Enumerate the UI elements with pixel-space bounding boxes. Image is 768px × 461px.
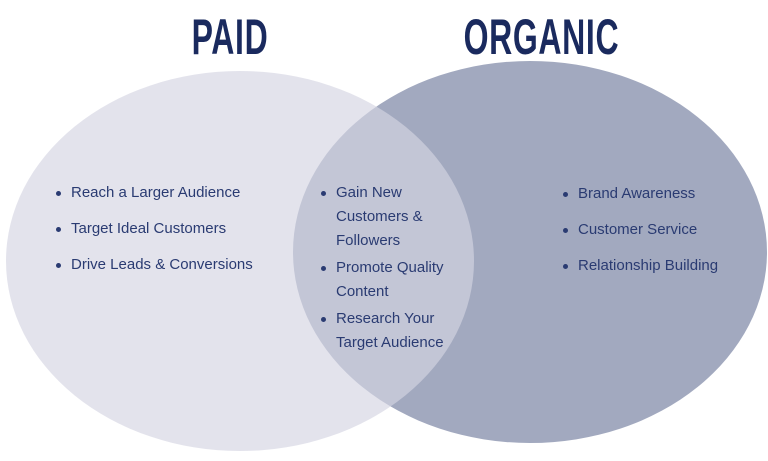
list-item: Relationship Building: [563, 254, 768, 278]
list-item: Brand Awareness: [563, 182, 768, 206]
list-item-label: Research Your Target Audience: [336, 310, 444, 351]
bullet-icon: [563, 228, 568, 233]
list-item-label: Target Ideal Customers: [71, 220, 227, 237]
paid-circle: [6, 71, 474, 451]
bullet-icon: [321, 191, 326, 196]
list-item-label: Reach a Larger Audience: [71, 184, 241, 201]
list-item: Gain New Customers & Followers: [321, 181, 473, 253]
list-item-label: Drive Leads & Conversions: [71, 256, 253, 273]
list-item-label: Relationship Building: [578, 257, 719, 274]
bullet-icon: [563, 192, 568, 197]
list-item: Promote Quality Content: [321, 256, 473, 304]
list-item: Research Your Target Audience: [321, 307, 473, 355]
list-item-label: Brand Awareness: [578, 185, 696, 202]
bullet-icon: [321, 317, 326, 322]
paid-items-list: Reach a Larger Audience Target Ideal Cus…: [56, 181, 274, 289]
bullet-icon: [56, 191, 61, 196]
bullet-icon: [56, 263, 61, 268]
list-item-label: Customer Service: [578, 221, 698, 238]
organic-items-list: Brand Awareness Customer Service Relatio…: [563, 182, 768, 290]
list-item: Drive Leads & Conversions: [56, 253, 274, 277]
bullet-icon: [321, 266, 326, 271]
bullet-icon: [563, 264, 568, 269]
list-item: Customer Service: [563, 218, 768, 242]
list-item-label: Gain New Customers & Followers: [336, 184, 423, 249]
bullet-icon: [56, 227, 61, 232]
organic-title: ORGANIC: [463, 9, 620, 65]
overlap-items-list: Gain New Customers & Followers Promote Q…: [321, 181, 473, 358]
list-item: Target Ideal Customers: [56, 217, 274, 241]
paid-title: PAID: [191, 9, 269, 65]
list-item: Reach a Larger Audience: [56, 181, 274, 205]
list-item-label: Promote Quality Content: [336, 259, 444, 300]
